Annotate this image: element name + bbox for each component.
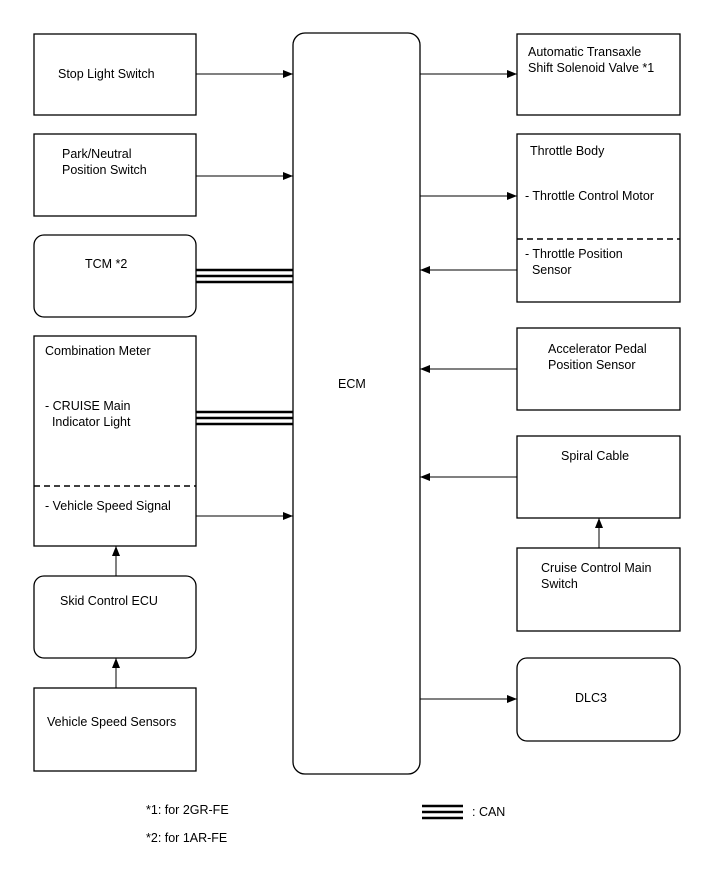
tcm-label: TCM *2 xyxy=(85,257,128,271)
can-legend-label: : CAN xyxy=(472,805,506,819)
footnote-1: *1: for 2GR-FE xyxy=(146,803,229,817)
dlc3-label: DLC3 xyxy=(575,691,607,705)
can-legend-symbol xyxy=(422,804,463,820)
ecm-label: ECM xyxy=(338,377,366,391)
skid-control-ecu-box xyxy=(33,575,197,659)
park-neutral-switch-label: Park/Neutral Position Switch xyxy=(62,147,147,177)
combination-meter-title: Combination Meter xyxy=(45,344,151,358)
stop-light-switch-label: Stop Light Switch xyxy=(58,67,155,81)
vehicle-speed-signal-label: - Vehicle Speed Signal xyxy=(45,499,171,513)
can-bus-combination-meter xyxy=(196,410,293,426)
tcm-box xyxy=(33,234,197,318)
vehicle-speed-sensors-box xyxy=(33,687,197,772)
skid-control-ecu-label: Skid Control ECU xyxy=(60,594,158,608)
footnote-2: *2: for 1AR-FE xyxy=(146,831,228,845)
throttle-body-box xyxy=(516,133,681,303)
throttle-position-sensor-label: - Throttle Position Sensor xyxy=(525,247,623,277)
park-neutral-switch-box xyxy=(33,133,197,217)
cruise-indicator-label: - CRUISE Main Indicator Light xyxy=(45,399,131,429)
can-bus-tcm xyxy=(196,268,293,284)
stop-light-switch-box xyxy=(33,33,197,116)
throttle-control-motor-label: - Throttle Control Motor xyxy=(525,189,654,203)
cruise-main-switch-box xyxy=(516,547,681,632)
combination-meter-box xyxy=(33,335,197,547)
ecm-block xyxy=(292,32,421,775)
throttle-body-title: Throttle Body xyxy=(530,144,605,158)
accelerator-pedal-label: Accelerator Pedal Position Sensor xyxy=(548,342,647,372)
cruise-main-switch-label: Cruise Control Main Switch xyxy=(541,561,652,591)
spiral-cable-label: Spiral Cable xyxy=(561,449,630,463)
shift-solenoid-box xyxy=(516,33,681,116)
shift-solenoid-label: Automatic Transaxle Shift Solenoid Valve… xyxy=(528,45,655,75)
vehicle-speed-sensors-label: Vehicle Speed Sensors xyxy=(47,715,177,729)
